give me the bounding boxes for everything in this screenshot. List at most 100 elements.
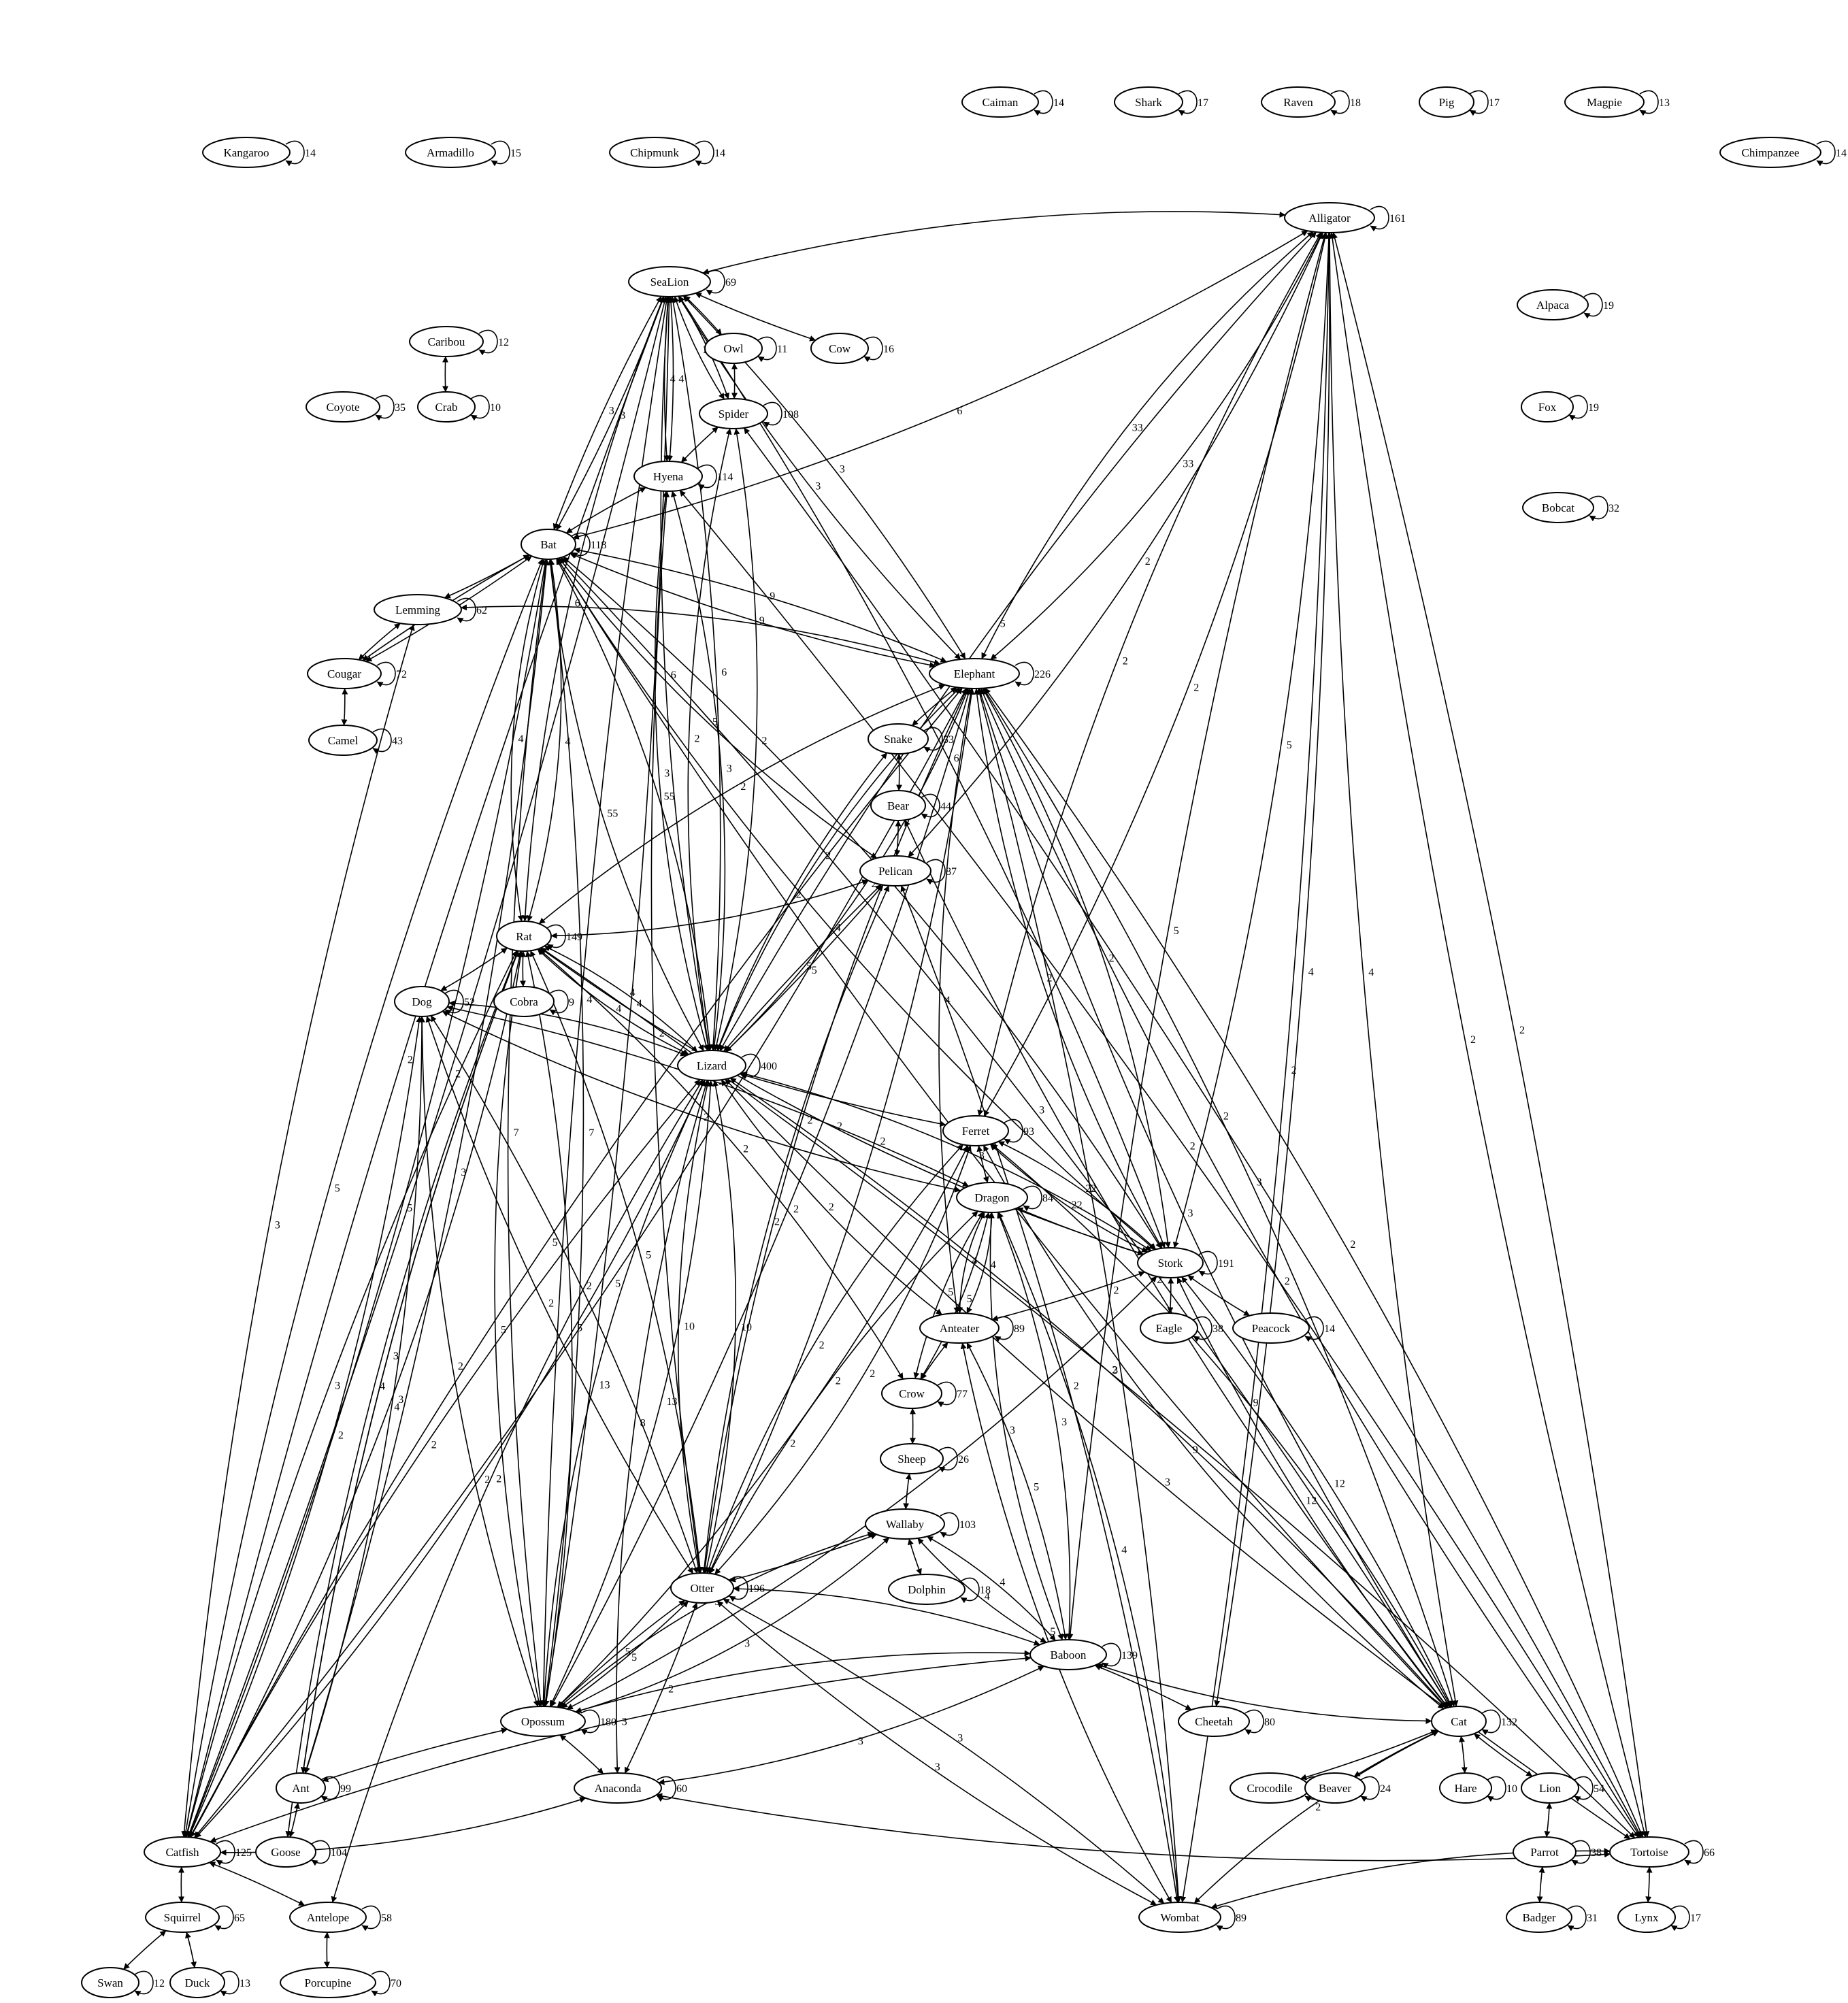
node-ellipse xyxy=(704,333,763,364)
edge-label: 2 xyxy=(431,1440,437,1451)
node-label: Snake xyxy=(884,733,912,746)
node-label: Crow xyxy=(899,1387,925,1400)
self-loop xyxy=(863,336,883,363)
self-loop xyxy=(216,1840,235,1866)
self-loop xyxy=(1004,1119,1023,1145)
node-ellipse xyxy=(306,391,380,423)
self-loop-label: 19 xyxy=(1603,300,1614,312)
self-loop xyxy=(729,1576,748,1602)
node-label: Crab xyxy=(435,401,457,414)
self-loop xyxy=(937,1381,957,1408)
node-ellipse xyxy=(956,1182,1028,1213)
self-loop-label: 80 xyxy=(1264,1717,1275,1728)
edge-elephant-alligator xyxy=(990,232,1323,661)
edge-label: 33 xyxy=(1132,422,1143,433)
edge-label: 2 xyxy=(1114,1285,1119,1297)
self-loop xyxy=(921,793,940,820)
edge-label: 13 xyxy=(599,1380,610,1391)
node-label: Dolphin xyxy=(908,1583,946,1596)
edge-bat-rat xyxy=(510,559,546,922)
edge-label: 2 xyxy=(1190,1141,1195,1153)
self-loop-label: 180 xyxy=(600,1717,616,1728)
self-loop xyxy=(478,329,498,356)
node-label: Chimpanzee xyxy=(1742,146,1800,159)
self-loop xyxy=(1487,1776,1506,1802)
self-loop-label: 114 xyxy=(717,471,733,483)
edge-pelican-rat xyxy=(550,879,869,939)
edge-cat-alligator xyxy=(1326,232,1459,1707)
edge-label: 9 xyxy=(1253,1397,1259,1409)
edge-label: 3 xyxy=(620,410,625,422)
node-label: Caiman xyxy=(983,96,1019,109)
edge-squirrel-duck xyxy=(185,1932,197,1968)
node-ellipse xyxy=(1140,1312,1198,1344)
self-loop xyxy=(741,1053,761,1080)
edge-label: 4 xyxy=(836,923,841,934)
edge-label: 55 xyxy=(664,791,675,803)
edge-label: 3 xyxy=(935,1761,940,1773)
node-ellipse xyxy=(144,1836,221,1868)
edge-label: 2 xyxy=(1519,1025,1525,1036)
self-loop xyxy=(546,924,566,950)
edge-label: 3 xyxy=(744,1638,750,1650)
edge-ferret-cat xyxy=(991,1143,1452,1708)
edge-label: 3 xyxy=(979,1150,985,1161)
edge-label: 3 xyxy=(393,1351,399,1362)
node-ellipse xyxy=(405,137,496,168)
edge-catfish-antelope xyxy=(209,1861,306,1906)
self-loop-label: 44 xyxy=(940,801,951,812)
self-loop xyxy=(938,1446,958,1473)
node-label: Alligator xyxy=(1308,212,1351,225)
edge-squirrel-swan xyxy=(122,1930,167,1970)
node-label: Peacock xyxy=(1252,1322,1291,1335)
edge-spider-lizard xyxy=(713,428,758,1051)
node-label: Anaconda xyxy=(595,1782,642,1795)
edge-rat-ant xyxy=(300,950,519,1774)
node-ellipse xyxy=(870,790,926,821)
edge-label: 22 xyxy=(1072,1199,1083,1211)
self-loop-label: 99 xyxy=(340,1783,351,1795)
self-loop-label: 16 xyxy=(883,344,894,355)
self-loop xyxy=(1330,90,1350,116)
edge-label: 2 xyxy=(819,1340,825,1351)
node-crab: Crab 10 xyxy=(417,391,501,423)
node-ellipse xyxy=(919,1312,1000,1344)
edge-label: 4 xyxy=(972,1255,977,1267)
edge-opossum-anaconda xyxy=(559,1734,604,1774)
node-ellipse xyxy=(699,398,768,429)
edge-label: 6 xyxy=(671,669,676,681)
edge-lizard-alligator xyxy=(719,231,1317,1051)
node-label: Bear xyxy=(887,799,909,812)
node-ellipse xyxy=(394,986,450,1017)
edge-label: 2 xyxy=(338,1429,344,1441)
node-label: Swan xyxy=(97,1976,123,1989)
edges-layer xyxy=(122,211,1653,1970)
edge-label: 5 xyxy=(335,1182,340,1194)
node-label: Crocodile xyxy=(1247,1782,1292,1795)
node-ellipse xyxy=(633,461,703,492)
self-loop xyxy=(285,140,305,167)
edge-lizard-opossum xyxy=(549,1080,714,1707)
edge-spider-hyena xyxy=(680,426,719,463)
self-loop-label: 77 xyxy=(957,1389,968,1400)
edge-label: 2 xyxy=(774,1216,780,1228)
node-label: Lizard xyxy=(697,1059,727,1072)
edge-rat-dog xyxy=(440,947,508,991)
node-label: Caribou xyxy=(428,335,465,348)
self-loop-label: 10 xyxy=(490,402,501,414)
self-loop-label: 54 xyxy=(1594,1783,1604,1795)
self-loop-label: 38 xyxy=(1212,1323,1223,1335)
self-loop xyxy=(580,1709,600,1736)
